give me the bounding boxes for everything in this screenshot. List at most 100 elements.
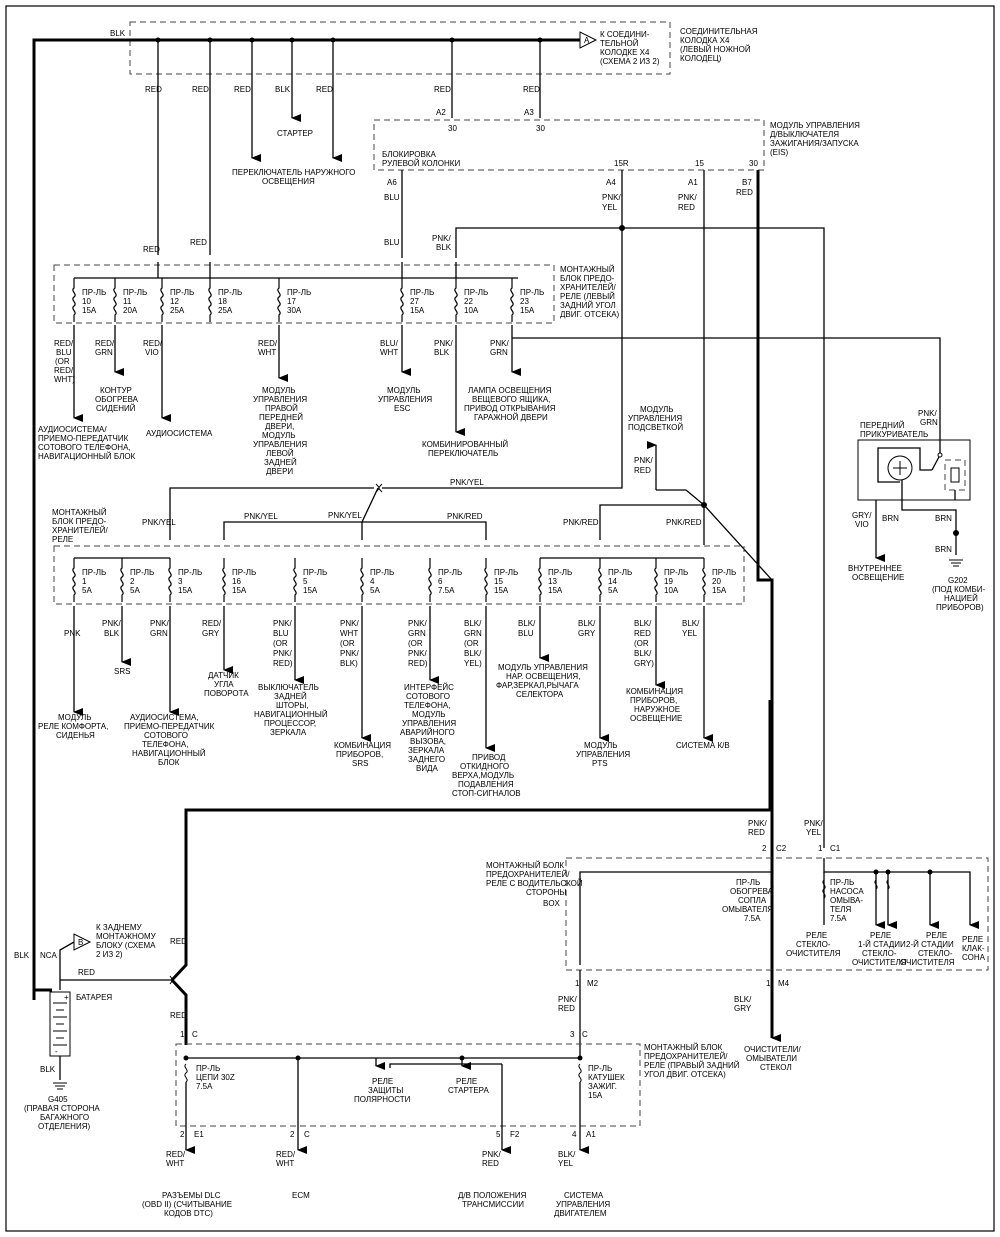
svg-text:(OR: (OR <box>340 639 355 648</box>
svg-text:RED): RED) <box>273 659 293 668</box>
svg-text:A6: A6 <box>387 178 397 187</box>
svg-text:БЛОКИРОВКА: БЛОКИРОВКА <box>382 150 437 159</box>
svg-text:PNK/: PNK/ <box>273 649 292 658</box>
svg-text:НАР. ОСВЕЩЕНИЯ,: НАР. ОСВЕЩЕНИЯ, <box>506 672 580 681</box>
svg-text:+: + <box>64 993 69 1002</box>
svg-text:СТЕКОЛ: СТЕКОЛ <box>760 1063 792 1072</box>
svg-text:ПРАВОЙ: ПРАВОЙ <box>265 404 298 413</box>
svg-text:СИСТЕМА: СИСТЕМА <box>564 1191 604 1200</box>
svg-text:5: 5 <box>303 577 308 586</box>
svg-text:PNK/: PNK/ <box>482 1150 501 1159</box>
svg-text:ИНТЕРФЕЙС: ИНТЕРФЕЙС <box>404 683 454 692</box>
svg-text:PNK/: PNK/ <box>273 619 292 628</box>
svg-text:ОМЫВА-: ОМЫВА- <box>830 896 863 905</box>
svg-text:C1: C1 <box>830 844 841 853</box>
svg-text:ШТОРЫ,: ШТОРЫ, <box>276 701 309 710</box>
svg-text:ОБОГРЕВА: ОБОГРЕВА <box>95 395 139 404</box>
svg-text:РЕЛЕ: РЕЛЕ <box>962 935 983 944</box>
svg-text:SRS: SRS <box>114 667 130 676</box>
svg-text:РЕЛЕ: РЕЛЕ <box>926 931 947 940</box>
svg-text:ПРИВОД: ПРИВОД <box>472 753 506 762</box>
svg-text:-: - <box>55 1047 58 1056</box>
svg-text:УПРАВЛЕНИЯ: УПРАВЛЕНИЯ <box>402 719 456 728</box>
svg-text:СОНА: СОНА <box>962 953 986 962</box>
svg-text:КЛАК-: КЛАК- <box>962 944 985 953</box>
svg-text:РАЗЪЕМЫ DLC: РАЗЪЕМЫ DLC <box>162 1191 221 1200</box>
svg-text:PNK/: PNK/ <box>602 193 621 202</box>
svg-text:БЛОК: БЛОК <box>158 758 180 767</box>
svg-text:RED): RED) <box>408 659 428 668</box>
svg-text:ПОДАВЛЕНИЯ: ПОДАВЛЕНИЯ <box>458 780 514 789</box>
svg-text:(ЛЕВЫЙ НОЖНОЙ: (ЛЕВЫЙ НОЖНОЙ <box>680 45 751 54</box>
svg-text:RED: RED <box>190 238 207 247</box>
svg-text:7.5A: 7.5A <box>830 914 847 923</box>
svg-text:7.5A: 7.5A <box>196 1082 213 1091</box>
svg-text:PNK/: PNK/ <box>804 819 823 828</box>
svg-text:ПР-ЛЬ: ПР-ЛЬ <box>370 568 394 577</box>
svg-text:10A: 10A <box>464 306 479 315</box>
svg-text:19: 19 <box>664 577 673 586</box>
svg-text:ТЕЛЯ: ТЕЛЯ <box>830 905 851 914</box>
svg-text:АВАРИЙНОГО: АВАРИЙНОГО <box>400 728 455 737</box>
svg-text:PNK/: PNK/ <box>150 619 169 628</box>
svg-text:5A: 5A <box>82 586 92 595</box>
svg-text:(ПОД КОМБИ-: (ПОД КОМБИ- <box>932 585 986 594</box>
svg-text:BLK/: BLK/ <box>558 1150 576 1159</box>
svg-text:АУДИОСИСТЕМА,: АУДИОСИСТЕМА, <box>130 713 199 722</box>
svg-text:1: 1 <box>82 577 87 586</box>
svg-text:GRY/: GRY/ <box>852 511 872 520</box>
svg-text:BRN: BRN <box>935 545 952 554</box>
svg-text:PNK/RED: PNK/RED <box>447 512 483 521</box>
svg-text:СТАРТЕРА: СТАРТЕРА <box>448 1086 489 1095</box>
svg-text:ЗАДНЕГО: ЗАДНЕГО <box>408 755 445 764</box>
svg-text:RED: RED <box>736 188 753 197</box>
svg-text:МОДУЛЬ УПРАВЛЕНИЯ: МОДУЛЬ УПРАВЛЕНИЯ <box>498 663 588 672</box>
svg-text:МОДУЛЬ: МОДУЛЬ <box>584 741 618 750</box>
svg-text:BLU: BLU <box>384 238 400 247</box>
svg-text:BLK: BLK <box>275 85 291 94</box>
svg-text:RED/: RED/ <box>258 339 278 348</box>
rear-loads: АУДИОСИСТЕМА/ ПРИЕМО-ПЕРЕДАТЧИК СОТОВОГО… <box>38 386 556 476</box>
svg-text:30: 30 <box>448 124 457 133</box>
svg-text:WHT: WHT <box>166 1159 184 1168</box>
svg-text:5: 5 <box>496 1130 501 1139</box>
svg-text:A1: A1 <box>586 1130 596 1139</box>
svg-text:ЗАДНЕЙ: ЗАДНЕЙ <box>264 458 297 467</box>
svg-text:10: 10 <box>82 297 91 306</box>
svg-text:ПР-ЛЬ: ПР-ЛЬ <box>548 568 572 577</box>
svg-text:1-Й СТАДИИ: 1-Й СТАДИИ <box>858 940 906 949</box>
svg-text:ХРАНИТЕЛЕЙ/: ХРАНИТЕЛЕЙ/ <box>560 283 617 292</box>
svg-text:20: 20 <box>712 577 721 586</box>
svg-text:РЕЛЕ КОМФОРТА,: РЕЛЕ КОМФОРТА, <box>38 722 108 731</box>
svg-text:ЗАДНИЙ УГОЛ: ЗАДНИЙ УГОЛ <box>560 301 616 310</box>
svg-text:M2: M2 <box>587 979 599 988</box>
svg-text:(OR: (OR <box>634 639 649 648</box>
svg-text:30A: 30A <box>287 306 302 315</box>
svg-text:RED: RED <box>143 245 160 254</box>
svg-text:PNK/: PNK/ <box>432 234 451 243</box>
svg-text:ПР-ЛЬ: ПР-ЛЬ <box>196 1064 220 1073</box>
wire-blk-top: BLK <box>110 29 126 38</box>
svg-text:ПР-ЛЬ: ПР-ЛЬ <box>830 878 854 887</box>
svg-text:ГАРАЖНОЙ ДВЕРИ: ГАРАЖНОЙ ДВЕРИ <box>474 413 548 422</box>
svg-text:МОДУЛЬ: МОДУЛЬ <box>640 405 674 414</box>
svg-text:ДВЕРИ: ДВЕРИ <box>266 467 293 476</box>
svg-text:ВЫЗОВА,: ВЫЗОВА, <box>410 737 446 746</box>
svg-text:КАТУШЕК: КАТУШЕК <box>588 1073 625 1082</box>
svg-text:НАСОСА: НАСОСА <box>830 887 864 896</box>
svg-text:4: 4 <box>572 1130 577 1139</box>
svg-text:ЗАЖИГ.: ЗАЖИГ. <box>588 1082 617 1091</box>
svg-text:GRN: GRN <box>95 348 113 357</box>
svg-text:ОЧИСТИТЕЛЯ: ОЧИСТИТЕЛЯ <box>900 958 955 967</box>
svg-text:БАГАЖНОГО: БАГАЖНОГО <box>40 1113 89 1122</box>
svg-text:RED/: RED/ <box>143 339 163 348</box>
svg-text:ПЕРЕКЛЮЧАТЕЛЬ: ПЕРЕКЛЮЧАТЕЛЬ <box>428 449 498 458</box>
svg-text:15A: 15A <box>410 306 425 315</box>
svg-text:SRS: SRS <box>352 759 368 768</box>
svg-text:RED: RED <box>234 85 251 94</box>
svg-text:ПР-ЛЬ: ПР-ЛЬ <box>232 568 256 577</box>
svg-text:РЕЛЕ: РЕЛЕ <box>456 1077 477 1086</box>
svg-text:C: C <box>304 1130 310 1139</box>
svg-text:15A: 15A <box>494 586 509 595</box>
